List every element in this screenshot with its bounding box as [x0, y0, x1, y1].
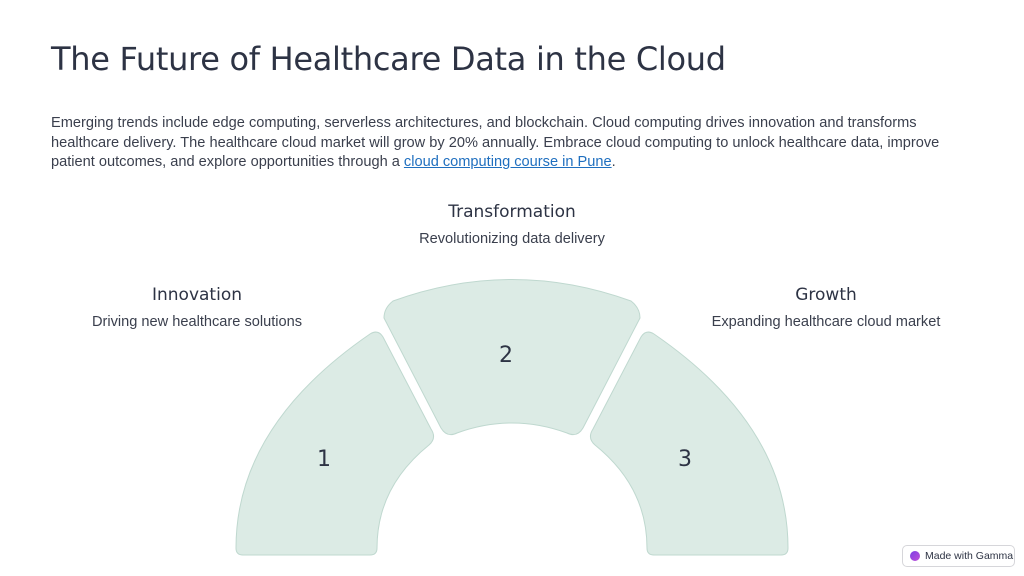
- arc-segment-2: [383, 279, 641, 436]
- segment-description: Expanding healthcare cloud market: [711, 314, 941, 330]
- segment-number-3: 3: [678, 447, 692, 472]
- segment-label-growth: Growth Expanding healthcare cloud market: [676, 285, 976, 330]
- segment-title: Transformation: [448, 202, 576, 222]
- badge-label: Made with Gamma: [925, 550, 1014, 562]
- page-title: The Future of Healthcare Data in the Clo…: [51, 40, 726, 78]
- segment-description: Revolutionizing data delivery: [419, 231, 605, 247]
- arc-segment-1: [235, 331, 435, 556]
- made-with-gamma-badge[interactable]: Made with Gamma: [902, 545, 1015, 567]
- segment-label-transformation: Transformation Revolutionizing data deli…: [362, 202, 662, 247]
- course-link[interactable]: cloud computing course in Pune: [403, 154, 612, 171]
- segment-label-innovation: Innovation Driving new healthcare soluti…: [47, 285, 347, 330]
- segment-number-1: 1: [317, 447, 331, 472]
- gamma-logo-icon: [910, 551, 920, 561]
- segment-number-2: 2: [499, 343, 513, 368]
- intro-paragraph: Emerging trends include edge computing, …: [51, 114, 981, 173]
- arc-segment-3: [589, 331, 789, 556]
- segment-title: Innovation: [151, 285, 242, 305]
- intro-text: Emerging trends include edge computing, …: [51, 115, 940, 171]
- segment-title: Growth: [795, 285, 857, 305]
- segment-description: Driving new healthcare solutions: [91, 314, 303, 330]
- intro-suffix: .: [611, 154, 616, 171]
